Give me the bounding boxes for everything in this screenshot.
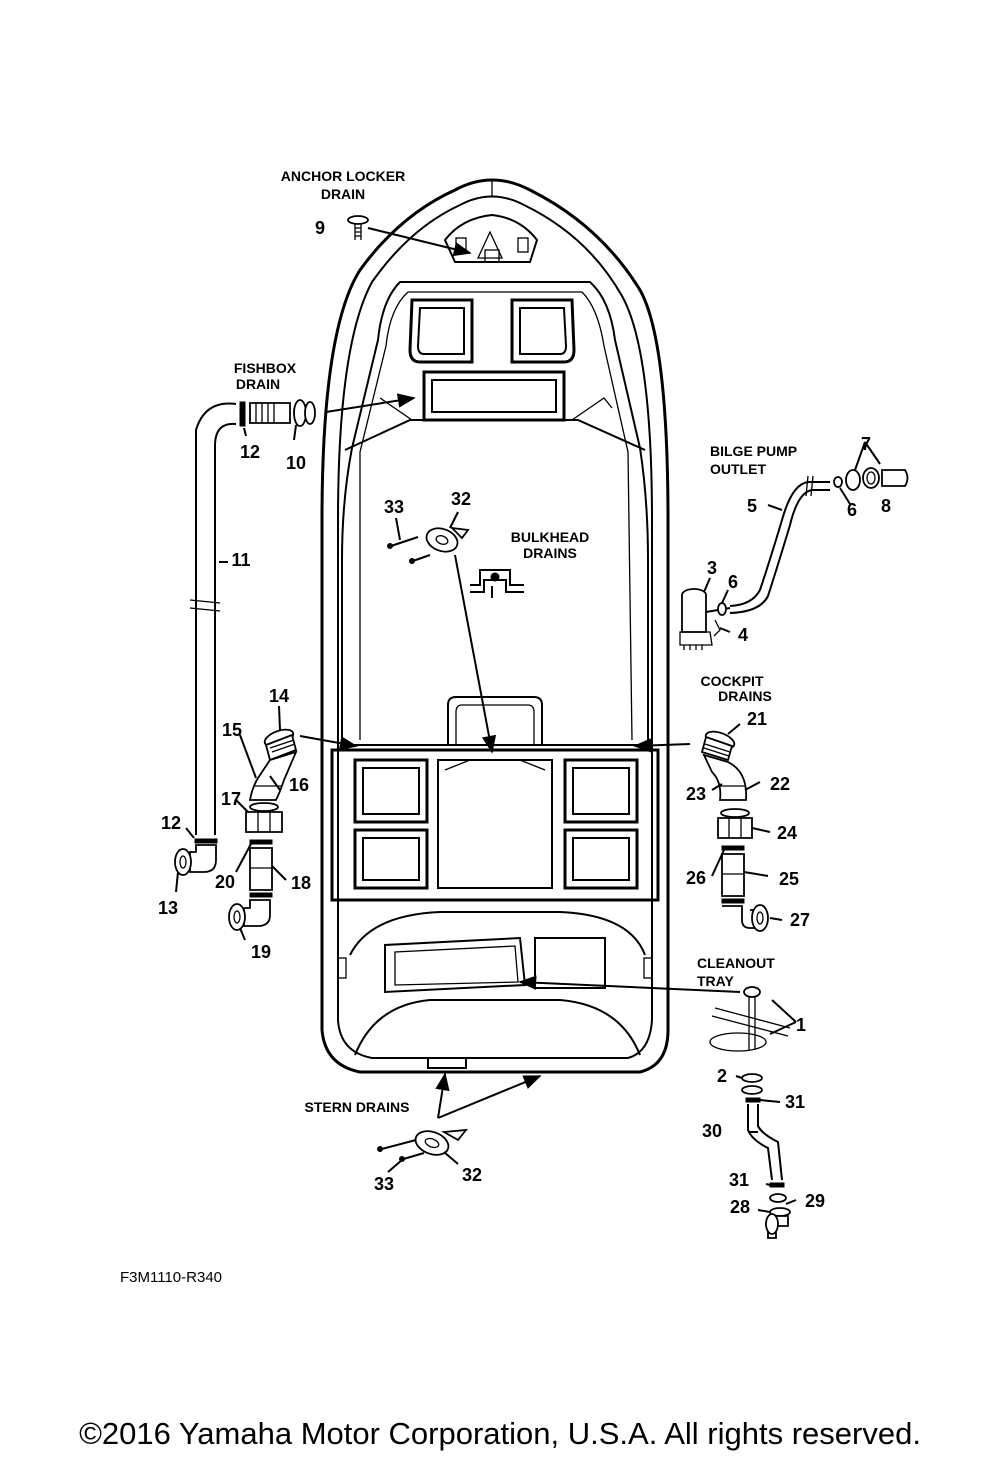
callout-6: 6 xyxy=(847,500,857,520)
diagram-code: F3M1110-R340 xyxy=(120,1269,222,1286)
callout-32: 32 xyxy=(451,489,471,509)
callout-11: 11 xyxy=(231,550,250,570)
callout-12: 12 xyxy=(161,813,181,833)
bulkhead-drain-cover-32 xyxy=(425,511,470,553)
callout-12: 12 xyxy=(240,442,260,462)
cockpit-drain-fitting-14 xyxy=(263,705,298,762)
caption-bulkhead-drains: BULKHEAD DRAINS xyxy=(511,529,590,561)
callout-5: 5 xyxy=(747,496,757,516)
callout-2: 2 xyxy=(717,1066,727,1086)
callout-31: 31 xyxy=(785,1092,805,1112)
cockpit-drain-elbow-27 xyxy=(722,904,783,932)
hose-clamp-12-lower xyxy=(185,827,218,844)
cleanout-washer-2 xyxy=(735,1073,763,1095)
boat-hull xyxy=(320,178,670,1074)
anchor-drain-screw-9 xyxy=(347,215,369,240)
stern-drain-screws-33 xyxy=(377,1139,425,1173)
callout-19: 19 xyxy=(251,942,271,962)
cockpit-drain-elbow-22-23 xyxy=(702,753,761,801)
elbow-fitting-13 xyxy=(174,844,217,893)
svg-text:CLEANOUT: CLEANOUT xyxy=(697,955,775,971)
callout-33: 33 xyxy=(374,1174,394,1194)
callout-17: 17 xyxy=(221,789,241,809)
pointer-arrows xyxy=(299,227,741,1119)
fishbox-drain-fitting-10 xyxy=(249,399,316,441)
callout-26: 26 xyxy=(686,868,706,888)
callout-20: 20 xyxy=(215,872,235,892)
svg-text:STERN DRAINS: STERN DRAINS xyxy=(304,1099,409,1115)
cockpit-drain-hose-18-20 xyxy=(235,839,287,898)
svg-text:DRAIN: DRAIN xyxy=(321,186,365,202)
caption-cleanout-tray: CLEANOUT TRAY xyxy=(697,955,775,989)
cleanout-bolt-1 xyxy=(709,986,797,1052)
svg-text:TRAY: TRAY xyxy=(697,973,734,989)
svg-text:COCKPIT: COCKPIT xyxy=(701,673,764,689)
svg-text:DRAINS: DRAINS xyxy=(523,545,577,561)
callout-16: 16 xyxy=(289,775,309,795)
callout-18: 18 xyxy=(291,873,311,893)
caption-stern-drains: STERN DRAINS xyxy=(304,1099,409,1115)
callout-21: 21 xyxy=(747,709,767,729)
callout-25: 25 xyxy=(779,869,799,889)
svg-text:OUTLET: OUTLET xyxy=(710,461,766,477)
svg-text:BULKHEAD: BULKHEAD xyxy=(511,529,590,545)
callout-24: 24 xyxy=(777,823,797,843)
callout-14: 14 xyxy=(269,686,289,706)
cockpit-drain-nut-17 xyxy=(235,799,283,833)
callout-9: 9 xyxy=(315,218,325,238)
svg-text:DRAIN: DRAIN xyxy=(236,376,280,392)
callout-4: 4 xyxy=(738,625,748,645)
bilge-outlet-fitting-7 xyxy=(833,441,909,491)
bulkhead-screws-33 xyxy=(387,517,431,564)
callout-10: 10 xyxy=(286,453,306,473)
svg-text:FISHBOX: FISHBOX xyxy=(234,360,297,376)
cockpit-drain-nut-24 xyxy=(717,808,771,839)
clamp-6-lower-and-4 xyxy=(713,589,731,637)
cleanout-hose-30-31 xyxy=(745,1097,785,1188)
bulkhead-detail-icon xyxy=(470,569,524,598)
cockpit-drain-elbow-19 xyxy=(228,899,271,941)
drain-hose-11 xyxy=(189,402,237,835)
callout-6: 6 xyxy=(728,572,738,592)
caption-fishbox-drain: FISHBOX DRAIN xyxy=(234,360,297,392)
clamp-6-upper xyxy=(839,487,851,505)
callout-15: 15 xyxy=(222,720,242,740)
cockpit-drain-hose-25-26 xyxy=(711,845,769,904)
copyright-notice: ©2016 Yamaha Motor Corporation, U.S.A. A… xyxy=(79,1416,921,1451)
callout-29: 29 xyxy=(805,1191,825,1211)
caption-bilge-pump-outlet: BILGE PUMP OUTLET xyxy=(710,443,797,477)
cockpit-drain-fitting-21 xyxy=(700,723,741,762)
callout-32: 32 xyxy=(462,1165,482,1185)
callout-33: 33 xyxy=(384,497,404,517)
caption-cockpit-drains: COCKPIT DRAINS xyxy=(701,673,772,704)
callout-28: 28 xyxy=(730,1197,750,1217)
callout-27: 27 xyxy=(790,910,810,930)
callout-31: 31 xyxy=(729,1170,749,1190)
callout-30: 30 xyxy=(702,1121,722,1141)
callout-8: 8 xyxy=(881,496,891,516)
callout-numbers: 9 12 10 11 33 32 7 5 6 8 3 6 4 14 15 16 … xyxy=(158,218,891,1217)
svg-text:BILGE PUMP: BILGE PUMP xyxy=(710,443,797,459)
bilge-outlet-hose-5 xyxy=(729,475,830,614)
caption-anchor-locker-drain: ANCHOR LOCKER DRAIN xyxy=(281,168,405,202)
stern-drain-cover-32 xyxy=(414,1128,469,1165)
svg-text:DRAINS: DRAINS xyxy=(718,688,772,704)
callout-23: 23 xyxy=(686,784,706,804)
hose-clamp-12-upper xyxy=(239,401,247,437)
svg-text:ANCHOR LOCKER: ANCHOR LOCKER xyxy=(281,168,405,184)
cleanout-fitting-28-29 xyxy=(757,1193,797,1239)
callout-7: 7 xyxy=(861,434,871,454)
callout-3: 3 xyxy=(707,558,717,578)
callout-22: 22 xyxy=(770,774,790,794)
callout-1: 1 xyxy=(796,1015,806,1035)
cockpit-drain-elbow-15-16 xyxy=(239,734,298,801)
callout-13: 13 xyxy=(158,898,178,918)
